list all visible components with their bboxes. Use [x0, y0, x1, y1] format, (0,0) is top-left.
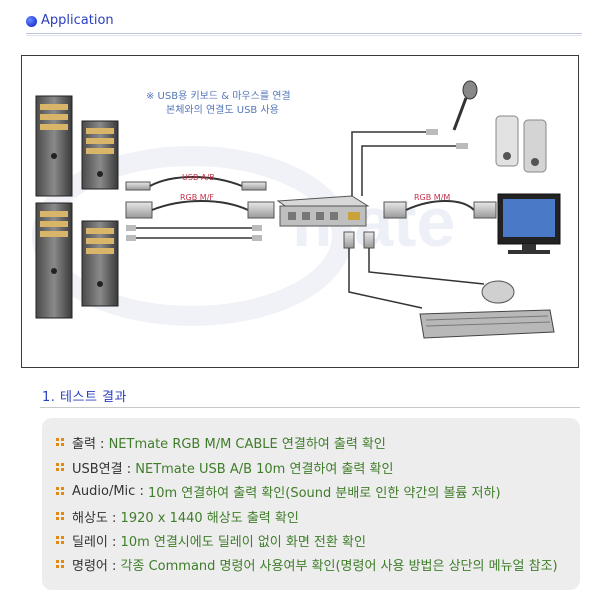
pc-tower-1 — [35, 95, 73, 197]
header-title: Application — [41, 13, 114, 28]
result-row: USB연결 : NETmate USB A/B 10m 연결하여 출력 확인 — [56, 456, 393, 478]
bullet-grid-icon — [56, 511, 65, 521]
result-key: 출력 : — [72, 436, 105, 452]
audio-cables — [126, 225, 262, 241]
result-row: 명령어 : 각종 Command 명령어 사용여부 확인(명령어 사용 방법은 … — [56, 553, 558, 575]
bullet-grid-icon — [56, 486, 65, 496]
monitor — [497, 193, 561, 254]
usb-note: ※ USB용 키보드 & 마우스를 연결 본체와의 연결도 USB 사용 — [146, 90, 291, 118]
result-row: 딜레이 : 10m 연결시에도 딜레이 없이 화면 전환 확인 — [56, 529, 366, 551]
result-row: 출력 : NETmate RGB M/M CABLE 연결하여 출력 확인 — [56, 431, 386, 453]
section-header: Application — [26, 12, 582, 36]
pc-tower-3 — [35, 202, 73, 319]
result-value: 10m 연결시에도 딜레이 없이 화면 전환 확인 — [120, 534, 366, 550]
note-line-1: ※ USB용 키보드 & 마우스를 연결 — [146, 91, 291, 102]
label-rgb-mf: RGB M/F — [180, 193, 214, 202]
keyboard — [419, 309, 555, 339]
bullet-grid-icon — [56, 559, 65, 569]
result-value: 1920 x 1440 해상도 출력 확인 — [120, 510, 299, 526]
pc-tower-2 — [81, 120, 119, 190]
section-divider — [40, 407, 580, 408]
note-line-2: 본체와의 연결도 USB 사용 — [166, 105, 279, 116]
result-key: Audio/Mic : — [72, 483, 144, 499]
test-results-title: 1. 테스트 결과 — [42, 390, 127, 405]
rgb-mf-cable — [125, 200, 275, 219]
result-key: USB연결 : — [72, 461, 132, 477]
connection-diagram: mate — [21, 55, 579, 368]
label-usb-ab: USB A/B — [182, 173, 215, 182]
audio-output-cables — [351, 129, 468, 196]
bullet-grid-icon — [56, 535, 65, 545]
result-key: 딜레이 : — [72, 534, 117, 550]
result-row: 해상도 : 1920 x 1440 해상도 출력 확인 — [56, 505, 299, 527]
mouse — [481, 280, 515, 304]
kvm-switch — [276, 195, 370, 227]
result-value: NETmate RGB M/M CABLE 연결하여 출력 확인 — [108, 436, 386, 452]
pc-tower-4 — [81, 220, 119, 307]
usb-ab-cable — [125, 176, 267, 191]
result-key: 명령어 : — [72, 558, 117, 574]
result-value: NETmate USB A/B 10m 연결하여 출력 확인 — [135, 461, 394, 477]
label-rgb-mm: RGB M/M — [414, 193, 451, 202]
usb-keyboard-mouse-cables — [343, 231, 485, 309]
test-results-box: 출력 : NETmate RGB M/M CABLE 연결하여 출력 확인 US… — [42, 418, 580, 590]
header-divider-light — [26, 35, 582, 36]
result-row: Audio/Mic : 10m 연결하여 출력 확인(Sound 분배로 인한 … — [56, 480, 501, 502]
bullet-grid-icon — [56, 437, 65, 447]
microphone — [452, 80, 478, 131]
speakers — [495, 115, 547, 173]
rgb-mm-cable — [383, 200, 497, 219]
result-value: 10m 연결하여 출력 확인(Sound 분배로 인한 약간의 볼륨 저하) — [147, 485, 501, 501]
result-value: 각종 Command 명령어 사용여부 확인(명령어 사용 방법은 상단의 메뉴… — [120, 558, 558, 574]
result-key: 해상도 : — [72, 510, 117, 526]
diagram-illustration: mate — [32, 80, 561, 339]
bullet-circle-icon — [26, 16, 37, 27]
header-divider — [26, 33, 582, 34]
bullet-grid-icon — [56, 462, 65, 472]
